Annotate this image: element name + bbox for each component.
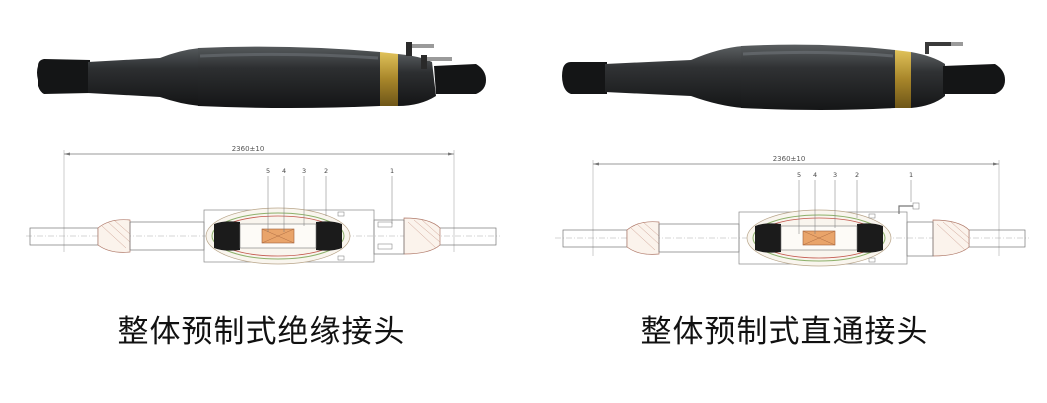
caption-insulated-joint: 整体预制式绝缘接头 [117, 314, 406, 350]
part-label-3: 3 [833, 171, 837, 179]
dimension-label: 2360±10 [773, 155, 806, 163]
part-label-1: 1 [390, 167, 394, 175]
part-label-2: 2 [324, 167, 328, 175]
part-label-5: 5 [266, 167, 270, 175]
joint-panel-insulated: 2360±10 [0, 0, 523, 403]
dimension-label: 2360±10 [232, 145, 265, 153]
part-label-1: 1 [909, 171, 913, 179]
caption-straight-joint: 整体预制式直通接头 [640, 314, 929, 350]
joint-panel-straight: 2360±10 [523, 0, 1046, 403]
part-label-4: 4 [813, 171, 817, 179]
straight-joint-photo [562, 42, 1005, 110]
part-label-3: 3 [302, 167, 306, 175]
insulated-joint-drawing: 2360±10 [26, 145, 500, 265]
straight-joint-drawing: 2360±10 [555, 155, 1029, 267]
insulated-joint-photo [37, 42, 486, 108]
part-label-2: 2 [855, 171, 859, 179]
part-label-5: 5 [797, 171, 801, 179]
part-label-4: 4 [282, 167, 286, 175]
